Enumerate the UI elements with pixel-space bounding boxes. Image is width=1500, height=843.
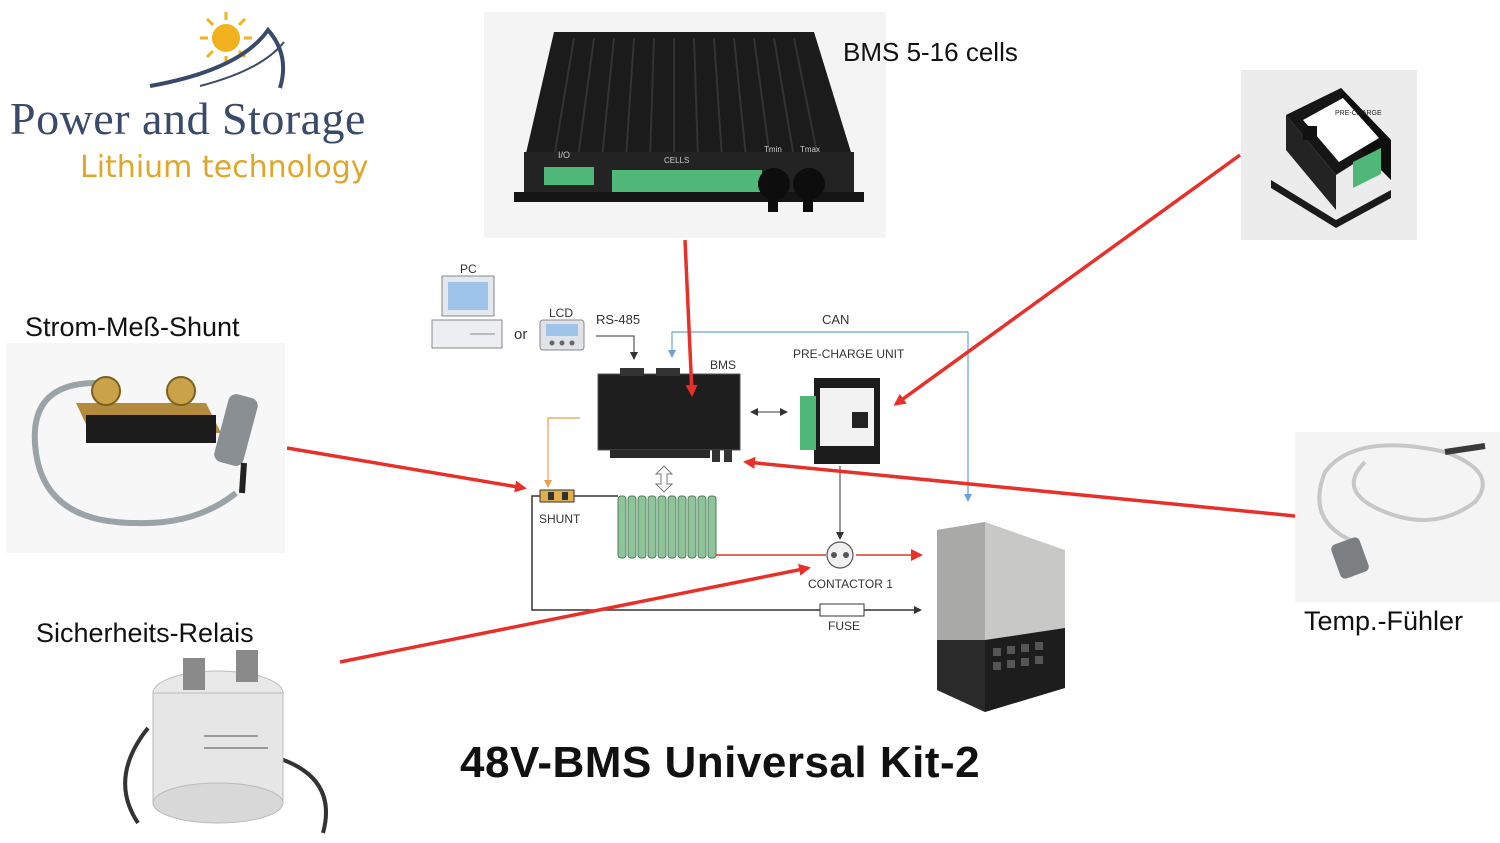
temp-sensor-callout-label: Temp.-Fühler — [1304, 606, 1464, 636]
schematic-precharge-box — [800, 378, 880, 464]
temp-sensor-photo — [1295, 432, 1500, 602]
bms-device-photo: I/O CELLS Tmin Tmax — [484, 12, 886, 238]
schematic-fuse — [819, 603, 865, 617]
pc-label: PC — [460, 262, 477, 276]
lcd-label: LCD — [549, 306, 574, 320]
cells-link-icon — [654, 465, 674, 493]
schematic-bms-box — [597, 368, 741, 462]
brand-logo: Power and Storage Lithium technology — [0, 0, 430, 200]
fuse-label: FUSE — [828, 619, 861, 633]
device-tmin-marking: Tmin — [764, 145, 782, 154]
bms-callout-label: BMS 5-16 cells — [843, 37, 1018, 67]
brand-tagline: Lithium technology — [80, 150, 369, 185]
or-label: or — [514, 326, 528, 343]
sun-road-icon — [149, 12, 286, 89]
arrow-shunt — [286, 446, 527, 493]
inverter-photo — [925, 520, 1075, 720]
rs485-label: RS-485 — [596, 312, 641, 327]
precharge-unit-photo: PRE-CHARGE — [1241, 70, 1417, 240]
arrow-relay — [339, 563, 811, 664]
precharge-unit-label: PRE-CHARGE UNIT — [793, 347, 905, 361]
battery-cells — [617, 495, 717, 559]
device-tmax-marking: Tmax — [800, 145, 820, 154]
device-cells-marking: CELLS — [664, 156, 690, 165]
relay-photo — [108, 648, 340, 838]
schematic-contactor — [826, 541, 854, 569]
arrow-temp-sensor — [743, 456, 1296, 518]
page-title: 48V-BMS Universal Kit-2 — [460, 738, 981, 787]
schematic-shunt — [539, 489, 575, 503]
device-io-marking: I/O — [558, 150, 571, 160]
can-label: CAN — [822, 312, 850, 327]
pc-icon — [431, 275, 503, 349]
shunt-photo — [6, 343, 285, 553]
bms-schematic-label: BMS — [710, 358, 737, 372]
arrow-bms — [683, 239, 698, 397]
arrow-precharge — [893, 153, 1242, 406]
shunt-schematic-label: SHUNT — [539, 512, 581, 526]
shunt-callout-label: Strom-Meß-Shunt — [25, 312, 240, 342]
device-precharge-marking: PRE-CHARGE — [1335, 110, 1382, 117]
lcd-icon — [539, 319, 585, 351]
contactor-label: CONTACTOR 1 — [808, 577, 893, 591]
relay-callout-label: Sicherheits-Relais — [36, 618, 254, 648]
brand-name: Power and Storage — [10, 93, 366, 144]
